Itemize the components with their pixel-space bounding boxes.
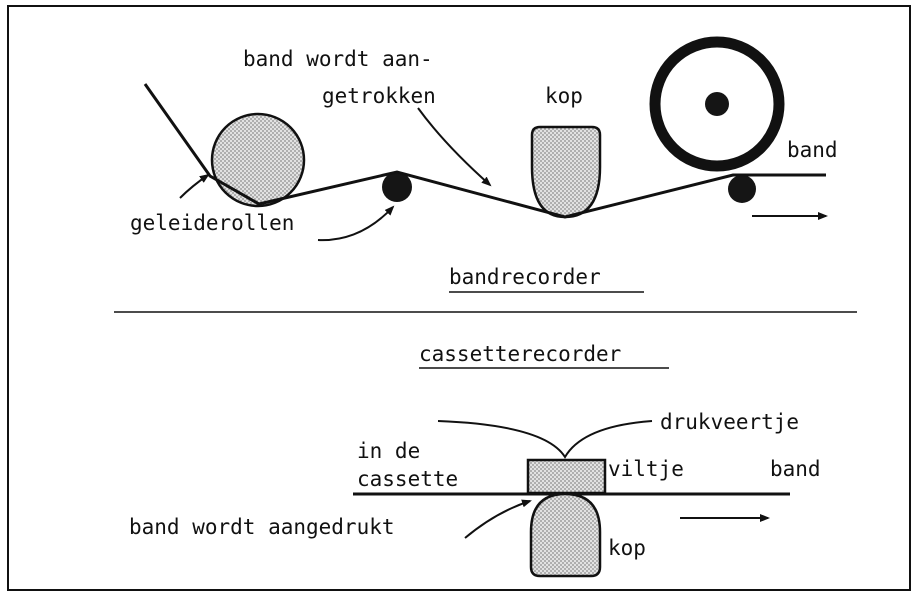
label-tape-pulled-1: band wordt aan-: [243, 47, 433, 71]
reel-hub: [705, 92, 729, 116]
label-felt: viltje: [608, 457, 684, 481]
label-spring: drukveertje: [660, 410, 799, 434]
label-in-cassette-1: in de: [357, 439, 420, 463]
felt-pad: [526, 458, 607, 495]
cassette-head: [529, 492, 602, 578]
label-cassette-head: kop: [608, 536, 646, 560]
section-title-cassette-recorder: cassetterecorder: [419, 342, 621, 366]
guide-roller-arrow-1: [179, 173, 210, 199]
label-head: kop: [545, 84, 583, 108]
tape-path: [143, 83, 826, 219]
cassette-recorder-section: cassetterecorder drukveertje in de casse…: [129, 342, 821, 578]
label-tape: band: [787, 138, 838, 162]
pressed-arrow: [464, 499, 532, 539]
section-title-tape-recorder: bandrecorder: [449, 265, 601, 289]
pinch-roller: [728, 175, 756, 203]
pulled-arrow: [417, 107, 492, 187]
label-tape-pressed: band wordt aangedrukt: [129, 515, 395, 539]
small-guide-roller: [382, 172, 412, 202]
label-cassette-tape: band: [770, 457, 821, 481]
tape-recorder-section: band wordt aan- getrokken kop band gelei…: [130, 36, 838, 293]
large-guide-roller: [210, 112, 306, 208]
pressure-spring: [437, 420, 653, 459]
diagram-frame: [7, 5, 911, 591]
label-in-cassette-2: cassette: [357, 467, 458, 491]
label-guide-rollers: geleiderollen: [130, 211, 294, 235]
guide-roller-arrow-2: [317, 205, 395, 242]
label-tape-pulled-2: getrokken: [322, 84, 436, 108]
tape-head: [530, 125, 602, 219]
tape-reel: [649, 36, 785, 172]
